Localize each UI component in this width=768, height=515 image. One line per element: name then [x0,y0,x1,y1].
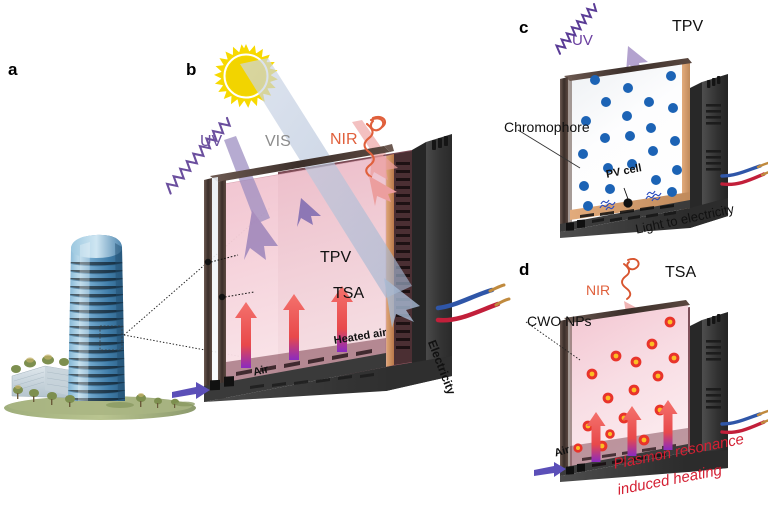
zoom-connector-lines [123,207,271,363]
chromophore-dots [578,71,682,211]
pv-cell-dot [623,198,633,208]
panel-c-glass [570,62,690,226]
panel-d-frame [560,300,690,476]
panel-letter-a: a [8,60,18,79]
panel-d-right-post [690,312,728,466]
building-trees [11,354,195,408]
sun-icon [214,44,278,108]
chromophore-leader [517,129,581,169]
tower-floor-bands [68,261,125,401]
window-right-post [412,134,452,372]
panel-d-wires [720,409,768,435]
label-nir-d: NIR [586,282,611,298]
vis-beam-arrowhead [384,278,420,328]
pv-cell-leader [623,187,629,200]
label-tsa: TSA [333,285,365,302]
building-lawn [8,397,192,415]
panel-d-window [525,300,768,482]
uv-squiggle-ray [165,116,321,227]
label-uv-c: UV [572,32,593,49]
nir-ray-arrowhead [369,176,397,206]
panel-a-building [4,234,196,420]
panel-c-wires [720,161,768,187]
air-intake-ports [210,376,234,391]
heated-air-arrows [235,286,353,368]
panel-d-air-arrow [534,462,566,477]
electricity-wires [435,283,511,323]
label-tpv: TPV [320,249,352,266]
vis-beam [240,58,412,298]
pv-emission-squiggles [599,190,662,211]
tsa-callout-dot [218,293,226,301]
label-cwo-nps: CWO NPs [527,313,592,329]
uv-arrow [224,136,278,260]
tpv-callout-dot [204,258,212,266]
panel-c-window [517,58,768,238]
air-inlet-arrow [172,382,210,399]
panel-d-bottom-housing [560,444,728,482]
panel-d-title: TSA [665,264,697,281]
facade-zoom-marker [99,325,123,351]
cwo-leader [525,321,581,361]
callout-leaders [204,254,255,301]
nir-squiggle-ray [363,115,397,206]
panel-letter-b: b [186,60,197,79]
panel-c-bottom-housing [560,198,728,238]
panel-c-right-post [690,74,728,214]
label-uv: UV [200,133,223,150]
panel-b-window [172,58,511,402]
label-chromophore: Chromophore [504,119,590,135]
window-outer-frame [204,144,394,402]
panel-letter-d: d [519,260,530,279]
uv-ray-arrowhead [297,198,321,227]
panel-c-title: TPV [672,18,704,35]
panel-c-wood-edge [682,62,690,210]
label-nir: NIR [330,131,358,148]
building-tower [68,234,125,401]
panel-d-heat-arrows [586,400,678,462]
panel-letter-c: c [519,18,529,37]
cwo-nanoparticles [573,316,680,453]
label-vis: VIS [265,133,291,150]
